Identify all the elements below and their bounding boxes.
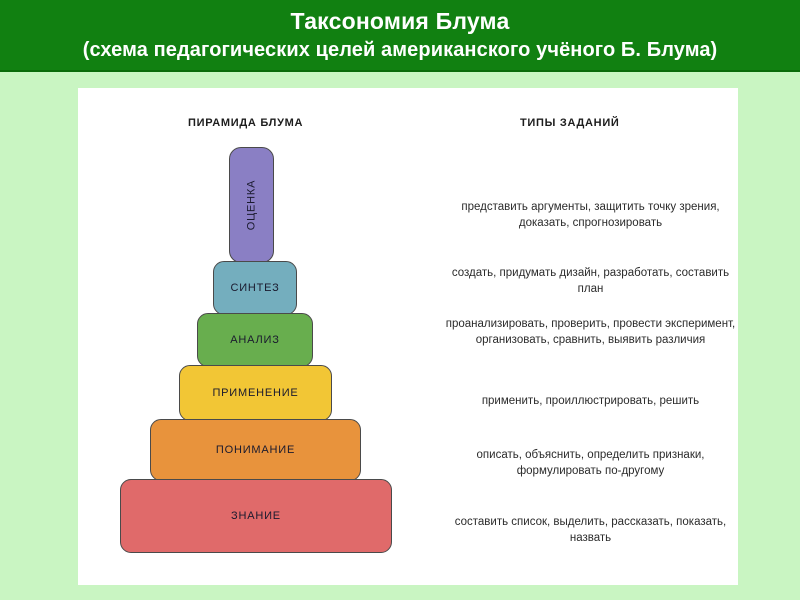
task-text-analysis: проанализировать, проверить, провести эк…	[445, 318, 736, 346]
pyramid-tier-knowledge[interactable]: ЗНАНИЕ	[120, 479, 392, 553]
pyramid-tier-label: ПРИМЕНЕНИЕ	[212, 387, 299, 399]
content-card: ПИРАМИДА БЛУМА ТИПЫ ЗАДАНИЙ ОЦЕНКА СИНТЕ…	[78, 88, 738, 585]
column-heading-pyramid: ПИРАМИДА БЛУМА	[188, 117, 304, 129]
column-heading-tasks: ТИПЫ ЗАДАНИЙ	[520, 117, 620, 129]
bloom-pyramid: ОЦЕНКА СИНТЕЗ АНАЛИЗ ПРИМЕНЕНИЕ ПОНИМАНИ…	[78, 88, 428, 585]
pyramid-tier-comprehension[interactable]: ПОНИМАНИЕ	[150, 419, 361, 481]
pyramid-tier-application[interactable]: ПРИМЕНЕНИЕ	[179, 365, 332, 421]
header-banner: Таксономия Блума (схема педагогических ц…	[0, 0, 800, 72]
task-text-comprehension: описать, объяснить, определить признаки,…	[476, 449, 705, 477]
pyramid-tier-label: АНАЛИЗ	[230, 334, 280, 346]
pyramid-tier-synthesis[interactable]: СИНТЕЗ	[213, 261, 297, 315]
task-text-knowledge: составить список, выделить, рассказать, …	[454, 516, 727, 544]
pyramid-tier-label: ЗНАНИЕ	[231, 510, 281, 522]
page-title: Таксономия Блума	[290, 8, 510, 34]
task-text-synthesis: создать, придумать дизайн, разработать, …	[451, 267, 730, 295]
task-types-column: представить аргументы, защитить точку зр…	[443, 88, 738, 585]
page-subtitle: (схема педагогических целей американског…	[82, 39, 718, 61]
pyramid-tier-analysis[interactable]: АНАЛИЗ	[197, 313, 313, 367]
pyramid-tier-label: СИНТЕЗ	[230, 282, 280, 294]
pyramid-tier-label: ПОНИМАНИЕ	[215, 444, 296, 456]
pyramid-tier-evaluation[interactable]: ОЦЕНКА	[229, 147, 274, 263]
task-text-application: применить, проиллюстрировать, решить	[481, 395, 700, 407]
pyramid-tier-label: ОЦЕНКА	[245, 179, 258, 231]
task-text-evaluation: представить аргументы, защитить точку зр…	[461, 201, 720, 229]
